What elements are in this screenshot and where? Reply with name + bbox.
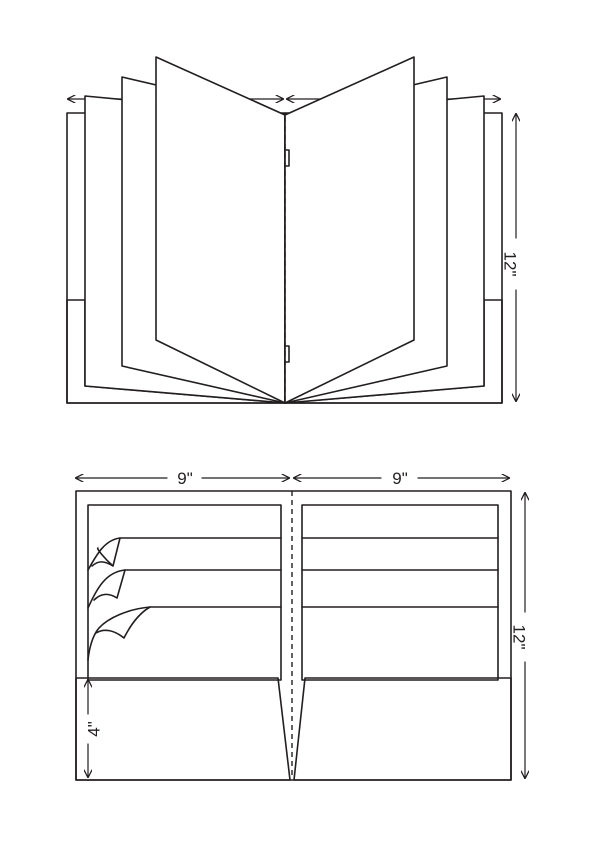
left-width-label: 9": [177, 469, 193, 488]
left-stacked-pages: [87, 537, 282, 661]
left-flat-pocket: [75, 677, 291, 781]
top-height-label: 12": [501, 252, 520, 277]
left-page-stack-3: [87, 606, 282, 661]
right-inner-sheet: [301, 504, 499, 681]
right-width-label: 9": [392, 469, 408, 488]
flat-folder-view: 9" 9" 4": [75, 469, 529, 781]
left-page-curl-2: [93, 569, 126, 601]
staple-top: [284, 149, 290, 167]
left-page-curl-3: [95, 606, 151, 639]
staple-bottom: [284, 345, 290, 363]
left-page-curl-1: [91, 537, 121, 567]
right-flat-pocket: [293, 677, 512, 781]
left-inner-sheet: [87, 504, 282, 681]
pocket-height-label: 4": [84, 721, 103, 737]
open-folder-view: 12": [66, 56, 520, 404]
flat-height-label: 12": [510, 625, 529, 650]
